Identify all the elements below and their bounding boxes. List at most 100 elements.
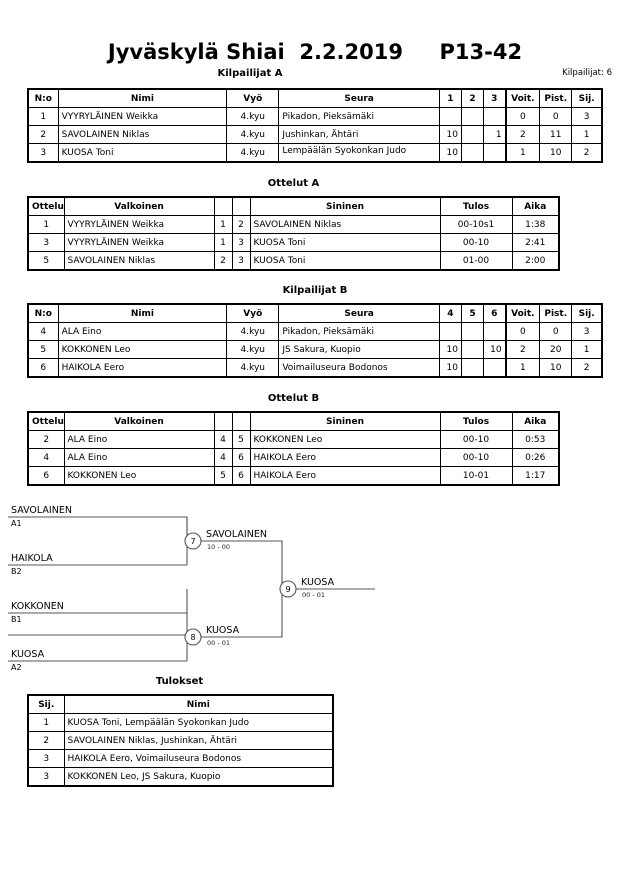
cell-rank: 3 (27, 767, 65, 787)
cell-blue: KUOSA Toni (249, 251, 441, 271)
col-m2: 2 (460, 88, 485, 108)
cell-match: 4 (27, 448, 65, 467)
cell-blue: SAVOLAINEN Niklas (249, 215, 441, 234)
cell-m5 (460, 340, 485, 359)
bracket-node-7-number: 7 (190, 537, 195, 546)
cell-name: HAIKOLA Eero (57, 358, 228, 378)
cell-rank: 1 (27, 713, 65, 732)
table-row: 2 SAVOLAINEN Niklas 4.kyu Jushinkan, Äht… (27, 125, 603, 144)
cell-match: 1 (27, 215, 65, 234)
bracket-entry-name-1: SAVOLAINEN (11, 505, 72, 516)
cell-belt: 4.kyu (226, 322, 280, 341)
cell-rank: 3 (571, 107, 603, 126)
cell-m2 (460, 143, 485, 163)
cell-belt: 4.kyu (226, 125, 280, 144)
cell-m5 (460, 358, 485, 378)
cell-name: KUOSA Toni (57, 143, 228, 163)
cell-club: Jushinkan, Ähtäri (278, 125, 440, 144)
cell-name: VYYRYLÄINEN Weikka (57, 107, 228, 126)
table-header-row: Ottelu Valkoinen Sininen Tulos Aika (27, 196, 560, 216)
cell-result: 01-00 (439, 251, 513, 271)
cell-white-no: 1 (213, 215, 233, 234)
table-row: 1 KUOSA Toni, Lempäälän Syokonkan Judo (27, 713, 334, 732)
col-m6: 6 (483, 303, 507, 323)
table-row: 5 SAVOLAINEN Niklas 2 3 KUOSA Toni 01-00… (27, 251, 560, 271)
cell-name: KOKKONEN Leo, JS Sakura, Kuopio (63, 767, 334, 787)
col-blue-no (231, 196, 251, 216)
cell-no: 2 (27, 125, 59, 144)
cell-white-no: 1 (213, 233, 233, 252)
col-club: Seura (278, 88, 440, 108)
cell-no: 5 (27, 340, 59, 359)
cell-no: 1 (27, 107, 59, 126)
cell-white: VYYRYLÄINEN Weikka (63, 215, 215, 234)
cell-m3: 1 (483, 125, 507, 144)
cell-belt: 4.kyu (226, 107, 280, 126)
bracket-entry-seed-2: B2 (11, 567, 22, 576)
col-name: Nimi (57, 88, 228, 108)
col-name: Nimi (57, 303, 228, 323)
cell-m1: 10 (438, 143, 462, 163)
col-result: Tulos (439, 196, 513, 216)
cell-rank: 2 (27, 731, 65, 750)
entrant-count: Kilpailijat: 6 (562, 68, 612, 78)
cell-m4: 10 (438, 340, 462, 359)
cell-m6 (483, 358, 507, 378)
matches-b-table: Ottelu Valkoinen Sininen Tulos Aika 2 AL… (27, 411, 560, 486)
cell-points: 11 (539, 125, 573, 144)
col-blue: Sininen (249, 411, 441, 431)
table-row: 2 SAVOLAINEN Niklas, Jushinkan, Ähtäri (27, 731, 334, 750)
cell-result: 00-10s1 (439, 215, 513, 234)
cell-match: 2 (27, 430, 65, 449)
table-row: 3 KUOSA Toni 4.kyu Lempäälän Syokonkan J… (27, 143, 603, 163)
table-row: 4 ALA Eino 4.kyu Pikadon, Pieksämäki 0 0… (27, 322, 603, 341)
cell-time: 1:17 (511, 466, 560, 486)
table-header-row: N:o Nimi Vyö Seura 1 2 3 Voit. Pist. Sij… (27, 88, 603, 108)
cell-m6: 10 (483, 340, 507, 359)
matches-b-caption: Ottelut B (267, 393, 320, 404)
bracket-node-8-number: 8 (190, 633, 195, 642)
cell-points: 10 (539, 358, 573, 378)
cell-m3 (483, 107, 507, 126)
col-no: N:o (27, 88, 59, 108)
col-m1: 1 (438, 88, 462, 108)
cell-club: Lempäälän Syokonkan Judo (278, 143, 440, 163)
bracket-node-8-winner: KUOSA (206, 625, 240, 636)
cell-match: 6 (27, 466, 65, 486)
cell-wins: 0 (504, 322, 541, 341)
cell-belt: 4.kyu (226, 143, 280, 163)
cell-white-no: 4 (213, 448, 233, 467)
pool-b-caption: Kilpailijat B (282, 285, 348, 296)
cell-wins: 2 (504, 125, 541, 144)
table-row: 6 HAIKOLA Eero 4.kyu Voimailuseura Bodon… (27, 358, 603, 378)
bracket-node-8-score: 00 - 01 (207, 639, 230, 647)
bracket-entry-seed-1: A1 (11, 519, 22, 528)
col-points: Pist. (539, 303, 573, 323)
cell-time: 2:41 (511, 233, 560, 252)
col-time: Aika (511, 196, 560, 216)
cell-no: 4 (27, 322, 59, 341)
cell-match: 3 (27, 233, 65, 252)
cell-m1 (438, 107, 462, 126)
cell-blue-no: 6 (231, 466, 251, 486)
cell-points: 10 (539, 143, 573, 163)
bracket-entry-name-3: KOKKONEN (11, 601, 64, 612)
col-belt: Vyö (226, 303, 280, 323)
col-match: Ottelu (27, 411, 65, 431)
col-belt: Vyö (226, 88, 280, 108)
page-title: Jyväskylä Shiai 2.2.2019 P13-42 (107, 40, 523, 64)
cell-white: VYYRYLÄINEN Weikka (63, 233, 215, 252)
table-header-row: Sij. Nimi (27, 694, 334, 714)
col-time: Aika (511, 411, 560, 431)
cell-white: ALA Eino (63, 430, 215, 449)
cell-rank: 3 (27, 749, 65, 768)
cell-blue: HAIKOLA Eero (249, 448, 441, 467)
col-wins: Voit. (504, 303, 541, 323)
bracket-node-9-score: 00 - 01 (302, 591, 325, 599)
table-row: 3 KOKKONEN Leo, JS Sakura, Kuopio (27, 767, 334, 787)
table-row: 5 KOKKONEN Leo 4.kyu JS Sakura, Kuopio 1… (27, 340, 603, 359)
table-row: 6 KOKKONEN Leo 5 6 HAIKOLA Eero 10-01 1:… (27, 466, 560, 486)
cell-m2 (460, 107, 485, 126)
cell-club: Pikadon, Pieksämäki (278, 107, 440, 126)
cell-m3 (483, 143, 507, 163)
